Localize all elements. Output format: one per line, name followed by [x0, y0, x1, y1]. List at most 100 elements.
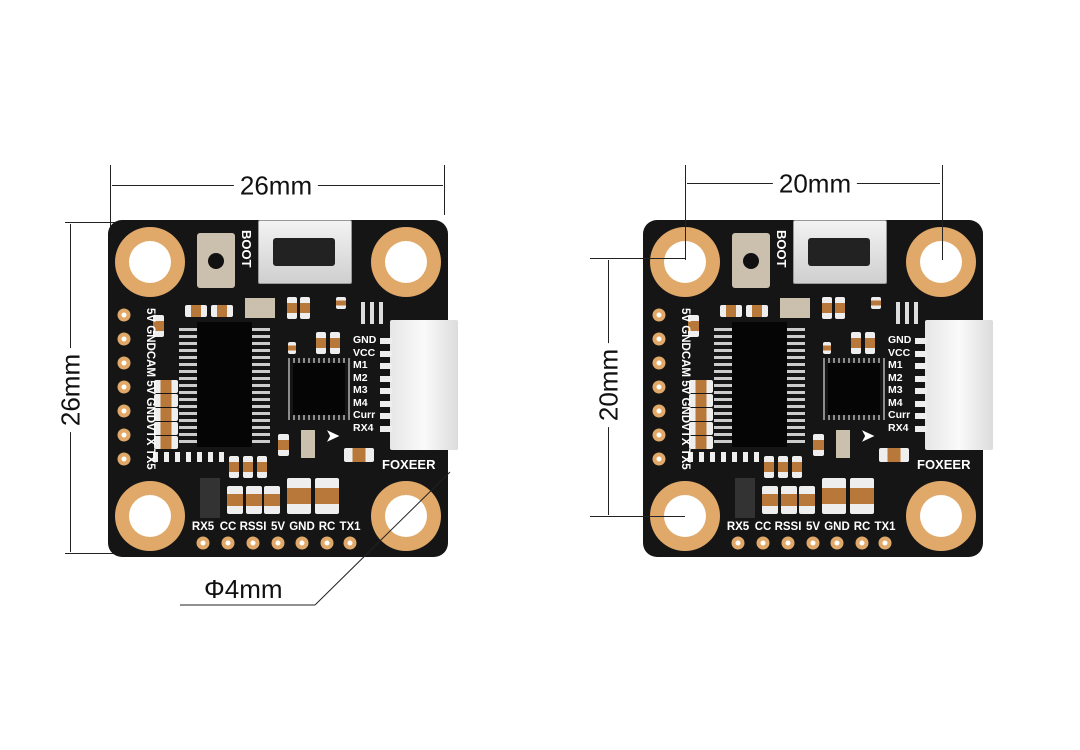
smd-component: [336, 297, 346, 309]
esc-pin-label: RX4: [888, 421, 909, 434]
smd-component: [896, 302, 918, 324]
smd-component: [229, 456, 239, 478]
smd-component: [835, 297, 845, 319]
smd-component: [344, 448, 374, 462]
bottom-pad-label: CC: [219, 521, 237, 533]
esc-pin-label: M3: [888, 384, 903, 396]
smd-component: [330, 332, 340, 354]
esc-pin: [915, 413, 927, 419]
solder-pad: [652, 428, 666, 442]
esc-pin: [915, 350, 927, 357]
boot-button: [197, 233, 235, 288]
smd-component: [689, 436, 713, 449]
solder-pad: [878, 536, 892, 550]
esc-pin-label: M1: [353, 359, 368, 371]
right-height-label: 20mm: [593, 342, 625, 428]
smd-component: [154, 422, 178, 435]
bottom-pad-label: RX5: [191, 521, 215, 533]
esc-pin-label: Curr: [888, 409, 911, 421]
smd-component: [836, 430, 850, 458]
esc-pin-label: M4: [888, 396, 903, 409]
esc-pin: [380, 350, 392, 357]
esc-pin-label: M2: [888, 371, 903, 384]
smd-component: [714, 328, 732, 443]
smd-component: [287, 478, 311, 514]
smd-component: [287, 297, 297, 319]
esc-pin-label: RX4: [353, 421, 374, 434]
smd-component: [787, 328, 805, 443]
smd-component: [278, 434, 289, 456]
solder-pad: [221, 536, 235, 550]
bottom-pad-label: RX5: [726, 521, 750, 533]
smd-component: [153, 452, 228, 462]
smd-component: [746, 305, 768, 317]
extension-line: [590, 516, 685, 517]
smd-component: [179, 328, 197, 443]
smd-component: [689, 380, 713, 393]
smd-component: [264, 486, 280, 514]
brand-label: FOXEER: [382, 457, 436, 472]
extension-line: [65, 222, 128, 223]
solder-pad: [320, 536, 334, 550]
smd-component: [851, 332, 861, 354]
bottom-pad-label: GND: [824, 521, 850, 533]
extension-line: [65, 553, 128, 554]
bottom-pad-label: TX1: [874, 521, 896, 533]
mounting-hole: [650, 481, 720, 551]
bottom-pad-label: TX1: [339, 521, 361, 533]
solder-pad: [343, 536, 357, 550]
driver-chip: [732, 322, 787, 447]
esc-pin: [380, 375, 392, 382]
esc-pin: [915, 400, 927, 407]
esc-pin: [915, 388, 927, 394]
smd-component: [688, 452, 763, 462]
solder-pad: [246, 536, 260, 550]
esc-pin-label: VCC: [888, 346, 911, 359]
smd-component: [185, 305, 207, 317]
mcu-chip: [828, 363, 880, 415]
left-width-label: 26mm: [233, 170, 319, 202]
smd-component: [243, 456, 253, 478]
smd-component: [301, 430, 315, 458]
esc-pin-label: GND: [353, 334, 377, 346]
flight-controller-board: BOOT ➤ FOXEER 5V GNDCAM 5V GNDVTX TX5 GN…: [108, 220, 458, 557]
smd-component: [154, 436, 178, 449]
smd-component: [288, 342, 296, 354]
smd-component: [871, 297, 881, 309]
smd-component: [300, 297, 310, 319]
smd-component: [316, 332, 326, 354]
bottom-pad-label: RSSI: [239, 521, 267, 533]
smd-component: [227, 486, 243, 514]
smd-component: [879, 448, 909, 462]
extension-line: [110, 165, 111, 240]
smd-component: [720, 305, 742, 317]
solder-pad: [117, 404, 131, 418]
bottom-pad-label: CC: [754, 521, 772, 533]
mcu-chip: [293, 363, 345, 415]
bottom-pad-label: RC: [318, 521, 336, 533]
smd-component: [822, 297, 832, 319]
solder-pad: [117, 380, 131, 394]
solder-pad: [756, 536, 770, 550]
smd-component: [865, 332, 875, 354]
smd-component: [781, 486, 797, 514]
smd-component: [257, 456, 267, 478]
solder-pad: [855, 536, 869, 550]
esc-pin: [915, 425, 927, 432]
bottom-pad-label: GND: [289, 521, 315, 533]
extension-line: [685, 165, 686, 260]
esc-pin: [380, 363, 392, 369]
usb-opening: [808, 238, 870, 266]
mounting-hole: [906, 227, 976, 297]
esc-connector: [925, 320, 993, 450]
solder-pad: [652, 332, 666, 346]
esc-pin: [915, 338, 927, 344]
solder-pad: [117, 428, 131, 442]
brand-label: FOXEER: [917, 457, 971, 472]
arrow-icon: ➤: [861, 428, 875, 445]
smd-component: [689, 394, 713, 407]
diode: [200, 478, 220, 518]
extension-line: [590, 258, 685, 259]
esc-connector: [390, 320, 458, 450]
